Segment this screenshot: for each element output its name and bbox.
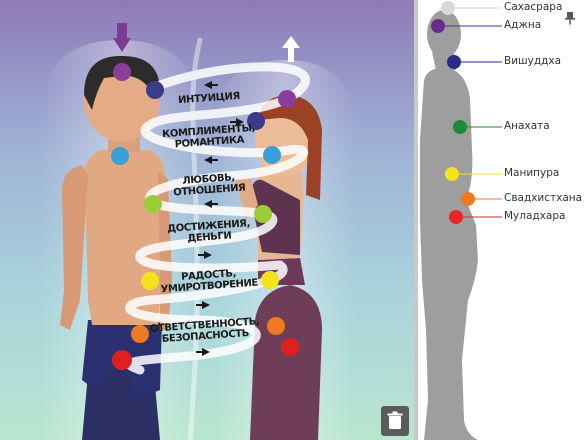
illustration-canvas — [0, 0, 414, 440]
chakra-label-svadhisthana: Свадхистхана — [504, 192, 583, 204]
legend-chakra-dots — [431, 1, 475, 224]
silhouette-canvas — [420, 1, 502, 440]
pin-icon[interactable] — [563, 11, 577, 25]
chakra-label-ajna: Аджна — [504, 19, 542, 31]
legend-connector-lines — [438, 7, 502, 218]
chakra-legend-panel: Сахасрара Аджна Вишуддха Анахата Манипур… — [418, 0, 587, 440]
down-arrow-icon — [113, 23, 131, 52]
delete-button[interactable] — [381, 406, 409, 436]
body-silhouette — [420, 10, 478, 440]
flow-arrows — [196, 81, 244, 356]
chakra-label-manipura: Манипура — [504, 167, 560, 179]
woman-chakras — [247, 90, 299, 356]
chakra-illustration: Интуиция Комплименты, романтика Любовь, … — [0, 0, 414, 440]
up-arrow-icon — [282, 36, 300, 62]
chakra-label-sahasrara: Сахасрара — [504, 1, 563, 13]
chakra-label-muladhara: Муладхара — [504, 210, 566, 222]
panel-divider — [414, 0, 418, 440]
chakra-label-anahata: Анахата — [504, 120, 550, 132]
chakra-label-vishuddha: Вишуддха — [504, 55, 562, 67]
man-chakras — [111, 63, 164, 370]
trash-icon — [387, 411, 403, 429]
